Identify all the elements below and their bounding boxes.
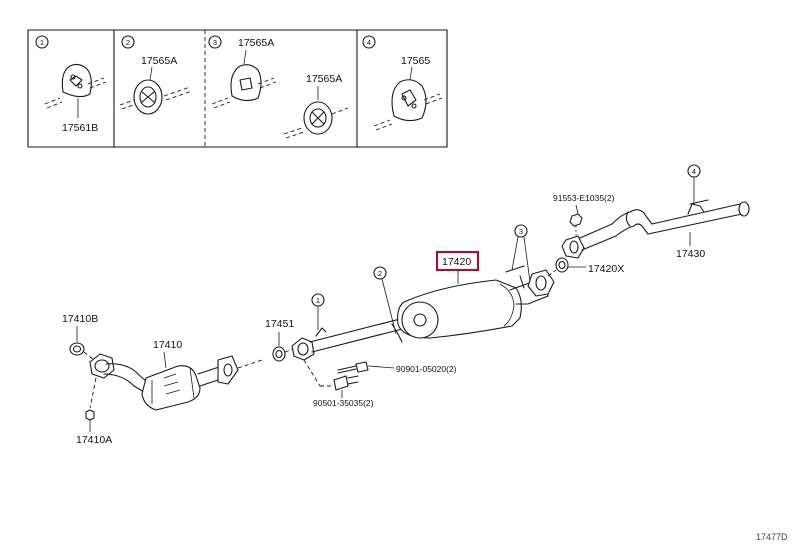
hanger-17565-icon [373,79,443,131]
part-label: 17430 [676,248,705,260]
part-label: 17410A [76,434,112,446]
part-label: 17410B [62,313,98,325]
part-label: 90901-05020(2) [396,364,457,374]
legend-panel-2: 2 17565A [119,35,193,115]
front-pipe-17410 [89,353,263,411]
gasket-17410B: 17410B [62,313,98,361]
panel-number-circle [208,35,222,49]
part-label: 17420X [588,263,624,275]
bolt-91553: 91553-E1035(2) [553,193,615,238]
part-label: 17410 [153,339,182,351]
part-label: 90501-35035(2) [313,398,374,408]
tail-pipe-17430: 17430 [561,199,750,260]
center-pipe-muffler-17420 [291,265,555,361]
part-label: 17565A [238,37,274,49]
part-label: 17565A [306,73,342,85]
part-label: 17420 [442,256,471,268]
part-label: 17565A [141,55,177,67]
panel-number: 3 [213,38,217,47]
callout-1: 1 [311,293,325,330]
legend-panel-4: 4 17565 [362,35,443,131]
panel-number: 2 [126,38,130,47]
svg-text:3: 3 [519,227,523,236]
panel-number: 4 [367,38,371,47]
part-label: 17451 [265,318,294,330]
bolts-90901-90501: 90901-05020(2) 90501-35035(2) [303,359,457,408]
hanger-legend: 1 17561B 2 17565A [27,29,448,148]
panel-number-circle [121,35,135,49]
part-label: 17565 [401,55,430,67]
diagram-reference: 17477D [756,532,788,542]
part-label: 17561B [62,122,98,134]
panel-number-circle [35,35,49,49]
svg-text:4: 4 [692,167,696,176]
svg-text:2: 2 [378,269,382,278]
gasket-17451: 17451 [265,318,297,362]
hanger-17565A-icon [119,79,193,115]
legend-panel-1: 1 17561B [35,35,107,134]
hanger-17561B-icon [44,63,107,109]
hanger-17565A-lower-icon [283,101,349,139]
part-label: 91553-E1035(2) [553,193,615,203]
callout-4: 4 [687,164,701,204]
highlighted-part-17420: 17420 [435,250,480,284]
callout-3: 3 [511,224,531,283]
legend-panel-3: 3 17565A 17565A [208,35,349,139]
gasket-17420X: 17420X [547,257,624,277]
nut-17410A: 17410A [76,377,112,446]
callout-2: 2 [373,266,397,335]
panel-number-circle [362,35,376,49]
panel-number: 1 [40,38,44,47]
svg-text:1: 1 [316,296,320,305]
hanger-17565A-upper-icon [211,64,277,109]
